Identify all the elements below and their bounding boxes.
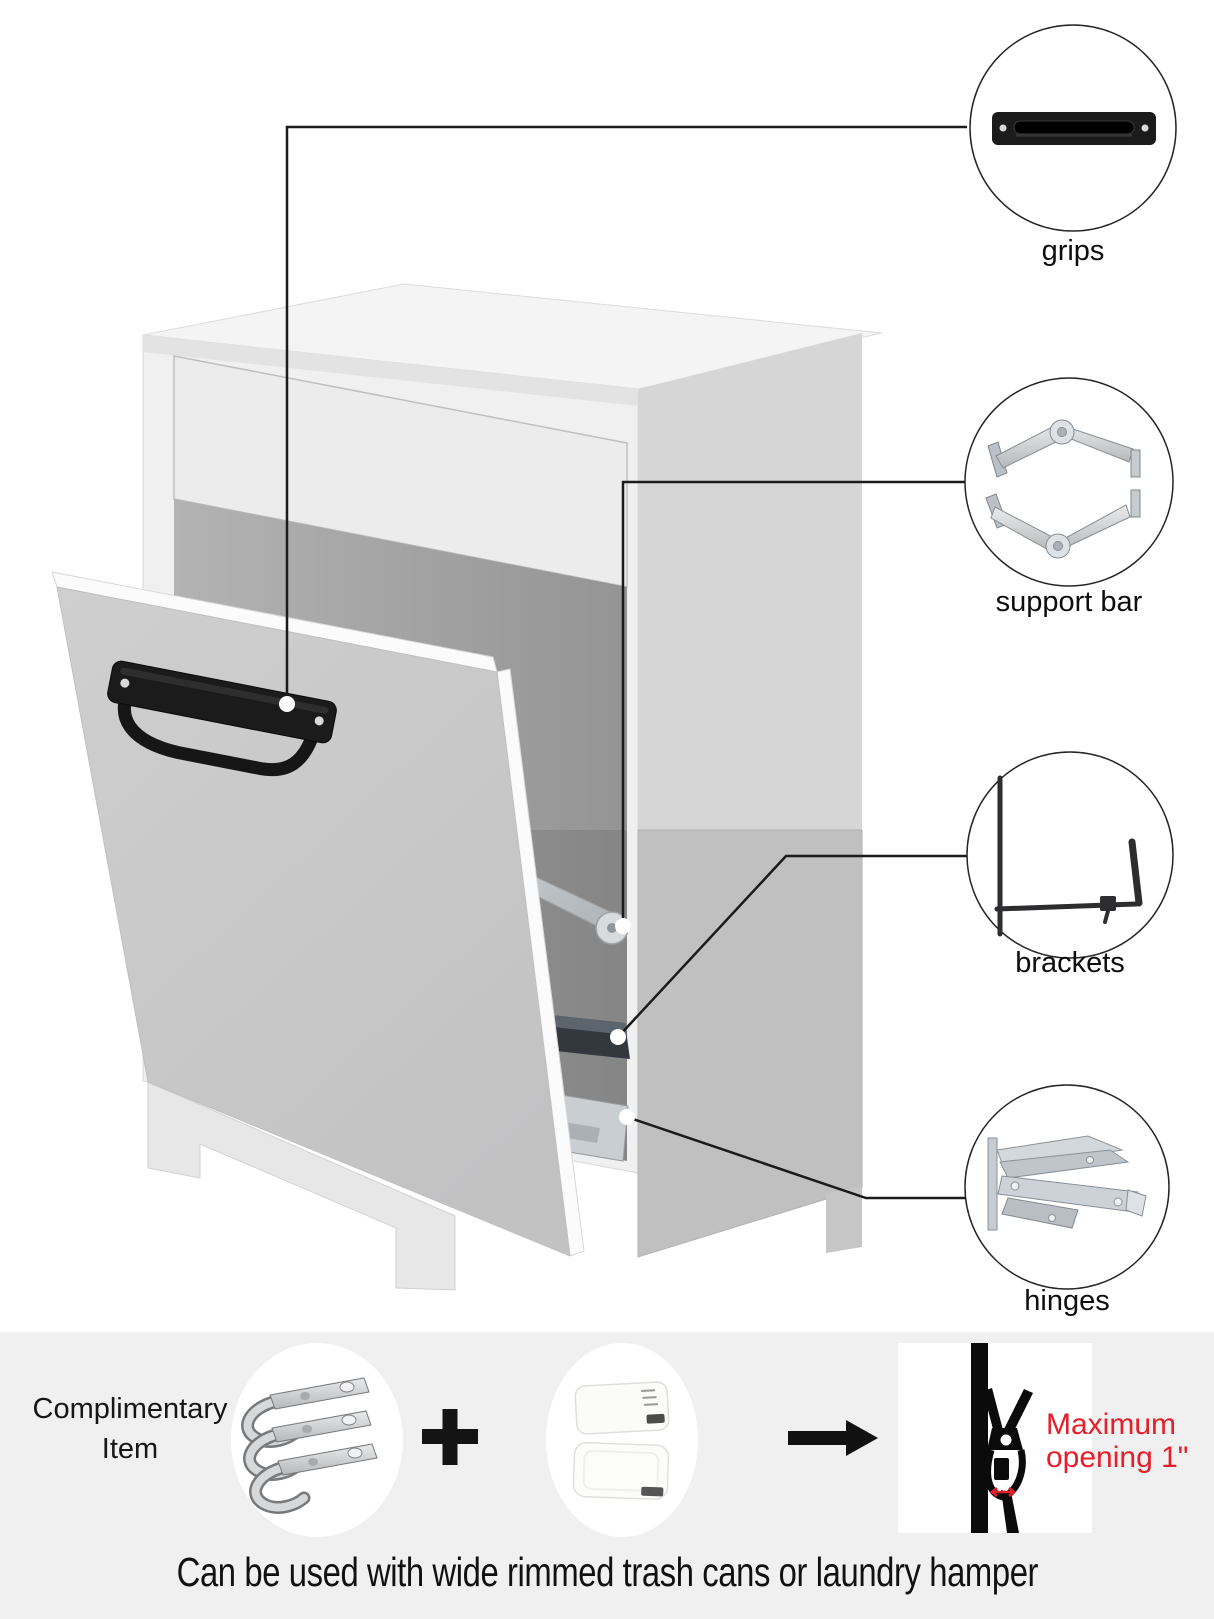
support-arm-pivot-pin (607, 923, 617, 933)
grips-label: grips (1041, 235, 1105, 267)
handle-bow (117, 677, 321, 777)
callout-dot-hinges (619, 1109, 635, 1125)
cabinet-side-face-upper (638, 333, 862, 830)
cabinet-back-foot (826, 1187, 862, 1253)
callout-line-support-bar (621, 480, 965, 926)
callout-circle-support-bar (964, 377, 1174, 587)
door-handle (107, 660, 337, 777)
vertical-bar (971, 1343, 988, 1533)
callout-dot-support-bar (615, 918, 631, 934)
max-opening-panel (898, 1343, 1092, 1533)
support-bar-label: support bar (995, 586, 1143, 618)
callout-dot-grips (279, 696, 295, 712)
plastic-clips-icon (572, 1381, 670, 1500)
callout-line-brackets (617, 854, 967, 1038)
right-arrow-icon (788, 1420, 878, 1456)
tilt-out-door (51, 571, 585, 1257)
callout-line-grips (285, 125, 967, 700)
callout-dot-brackets (610, 1029, 626, 1045)
callout-line-hinges (626, 1115, 966, 1200)
complimentary-row (231, 1343, 1092, 1537)
brackets-label: brackets (1015, 947, 1125, 979)
max-opening-line2: opening 1" (1046, 1441, 1189, 1474)
plus-icon (422, 1409, 478, 1465)
plastic-clips-circle (546, 1343, 698, 1537)
brackets-icon (994, 775, 1143, 937)
hinges-label: hinges (1024, 1285, 1110, 1317)
bottom-caption: Can be used with wide rimmed trash cans … (0, 1549, 1214, 1596)
clothespin-icon (983, 1388, 1033, 1533)
callout-dots (279, 696, 635, 1125)
complimentary-line1: Complimentary (32, 1393, 228, 1425)
max-opening-line1: Maximum (1046, 1408, 1177, 1441)
grips-icon (992, 112, 1156, 145)
handle-screw-left (120, 678, 130, 688)
cabinet-top-edge (143, 335, 638, 406)
cabinet-base-feet (147, 1081, 456, 1291)
max-opening-label: Maximum opening 1" (1046, 1408, 1214, 1474)
handle-screw-right (314, 716, 324, 726)
complimentary-item-label: Complimentary Item (10, 1389, 250, 1469)
callout-circles (964, 24, 1177, 1290)
callout-lines (285, 125, 967, 1200)
bottom-caption-text: Can be used with wide rimmed trash cans … (176, 1549, 1038, 1595)
complimentary-line2: Item (101, 1433, 159, 1465)
handle-backplate-highlight (120, 667, 329, 714)
opening-measure-arrow (989, 1487, 1017, 1497)
hinges-icon (987, 1135, 1147, 1231)
metal-clamps-icon (241, 1377, 378, 1514)
support-bar-icon (985, 419, 1141, 559)
